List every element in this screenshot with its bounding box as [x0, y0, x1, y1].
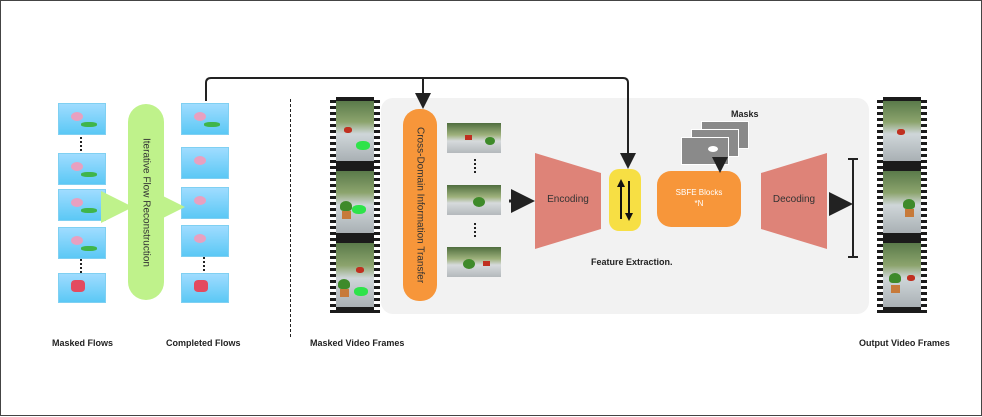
ellipsis-dots: [80, 137, 86, 151]
completed-flow-frame: [181, 273, 229, 303]
ellipsis-dots: [80, 259, 86, 273]
encoding-label: Encoding: [547, 193, 589, 205]
caption-masked-video-frames: Masked Video Frames: [310, 338, 405, 348]
output-video-frame: [883, 101, 921, 161]
masked-flow-frame: [58, 153, 106, 185]
iterative-flow-label: Iterative Flow Reconstruction: [140, 137, 152, 267]
feature-extraction-box: [609, 169, 641, 231]
frame-thumbnail: [447, 123, 501, 153]
output-video-filmstrip: [877, 97, 927, 313]
divider-dashed-line: [290, 99, 291, 337]
ellipsis-dots: [203, 257, 209, 271]
completed-flow-frame: [181, 225, 229, 257]
masked-flow-frame: [58, 227, 106, 259]
completed-flow-frame: [181, 103, 229, 135]
sbfe-label-line1: SBFE Blocks: [675, 188, 723, 197]
masked-video-frame: [336, 101, 374, 161]
completed-flow-frame: [181, 187, 229, 219]
completed-flows-column: [179, 101, 231, 303]
decoding-trapezoid: [761, 153, 827, 249]
cross-domain-information-transfer-block: Cross-Domain Information Transfer: [403, 109, 437, 301]
sbfe-label-line2: *N: [694, 199, 704, 208]
masked-flow-frame: [58, 273, 106, 303]
caption-completed-flows: Completed Flows: [166, 338, 241, 348]
caption-masked-flows: Masked Flows: [52, 338, 114, 348]
mask-card: [681, 137, 729, 165]
masks-label: Masks: [731, 109, 759, 119]
completed-flow-frame: [181, 147, 229, 179]
cross-domain-label: Cross-Domain Information Transfer: [414, 126, 426, 284]
feature-extraction-label: Feature Extraction.: [591, 257, 673, 267]
masked-flows-column: [56, 101, 108, 303]
frame-thumbnail: [447, 185, 501, 215]
sbfe-blocks-box: SBFE Blocks *N: [657, 171, 741, 227]
top-connector-line: [205, 77, 636, 169]
frame-thumbnail: [447, 247, 501, 277]
masked-video-frame: [336, 243, 374, 307]
masked-video-frame: [336, 171, 374, 233]
encoding-trapezoid: [535, 153, 601, 249]
ellipsis-dots: [474, 223, 480, 237]
ellipsis-dots: [474, 159, 480, 173]
masked-flow-frame: [58, 103, 106, 135]
caption-output-video-frames: Output Video Frames: [859, 338, 950, 348]
masked-video-filmstrip: [330, 97, 380, 313]
output-video-frame: [883, 171, 921, 233]
decoding-label: Decoding: [772, 193, 816, 205]
masked-flow-frame: [58, 189, 106, 221]
bidirectional-arrows-icon: [617, 179, 633, 221]
output-video-frame: [883, 243, 921, 307]
